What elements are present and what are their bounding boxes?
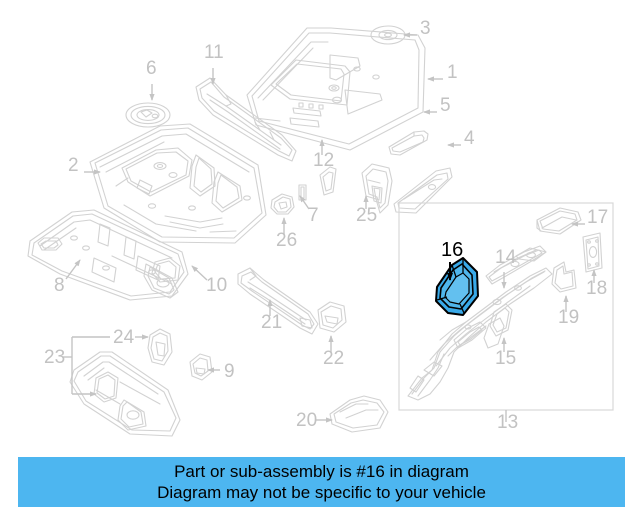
parts-outline-group (27, 25, 453, 437)
leader-7 (299, 195, 310, 210)
part-11-cross-member (195, 77, 297, 162)
callout-label-13[interactable]: 13 (497, 412, 519, 433)
callout-label-21[interactable]: 21 (261, 312, 283, 333)
callout-label-18[interactable]: 18 (586, 278, 608, 299)
part-24-bracket (147, 328, 173, 366)
footer-info-banner: Part or sub-assembly is #16 in diagram D… (18, 457, 625, 507)
callout-label-4[interactable]: 4 (464, 128, 475, 149)
part-7-clip (298, 184, 307, 201)
part-8-dash-panel (27, 209, 189, 301)
callout-label-2[interactable]: 2 (68, 155, 79, 176)
part-19-bracket (551, 261, 577, 293)
part-4-rail-extension (393, 167, 453, 214)
part-5-brace (388, 130, 429, 156)
callout-label-12[interactable]: 12 (313, 150, 335, 171)
callout-label-8[interactable]: 8 (54, 275, 65, 296)
footer-line-1: Part or sub-assembly is #16 in diagram (174, 462, 469, 481)
callout-label-16[interactable]: 16 (441, 239, 464, 261)
part-10-bracket (151, 257, 181, 283)
part-25-inner-panel (361, 163, 393, 214)
part-17-panel (536, 207, 582, 235)
callout-label-1[interactable]: 1 (447, 62, 458, 83)
callout-label-7[interactable]: 7 (308, 205, 319, 226)
callout-label-11[interactable]: 11 (204, 42, 224, 63)
part-6-pad (125, 102, 171, 128)
callout-label-17[interactable]: 17 (587, 207, 609, 228)
part-16-highlighted-bracket[interactable] (435, 257, 479, 316)
part-13-frame-rail-assembly (407, 267, 553, 401)
callout-label-5[interactable]: 5 (440, 95, 451, 116)
inset-parts-group (407, 207, 603, 401)
part-18-bracket-plate (582, 232, 603, 273)
leader-10 (191, 265, 208, 281)
part-14-plate (515, 247, 547, 262)
callout-label-9[interactable]: 9 (224, 361, 235, 382)
callout-label-14[interactable]: 14 (495, 247, 517, 268)
callout-label-22[interactable]: 22 (323, 348, 345, 369)
part-3-grommet (370, 25, 406, 45)
diagram-canvas[interactable]: 1 2 3 4 5 6 7 8 9 10 11 12 13 14 15 16 1… (0, 0, 640, 452)
part-22-bracket (317, 301, 347, 333)
part-26-grommet (270, 193, 295, 215)
leader-line-group (62, 32, 597, 423)
callout-label-19[interactable]: 19 (558, 307, 580, 328)
leader-8 (65, 259, 81, 280)
callout-label-25[interactable]: 25 (356, 205, 378, 226)
callout-label-24[interactable]: 24 (113, 327, 135, 348)
callout-label-3[interactable]: 3 (420, 18, 431, 39)
part-20-reinforcement (329, 395, 389, 433)
part-2-front-floor-pan (89, 123, 267, 244)
callout-label-20[interactable]: 20 (296, 410, 318, 431)
callout-label-26[interactable]: 26 (276, 230, 298, 251)
part-1-rear-floor-pan (246, 27, 426, 151)
callout-label-10[interactable]: 10 (206, 275, 228, 296)
part-15-closure-plate (483, 317, 505, 349)
callout-label-6[interactable]: 6 (146, 58, 157, 79)
part-15-bracket (489, 303, 513, 337)
callout-label-23[interactable]: 23 (44, 347, 66, 368)
parts-diagram-svg[interactable] (0, 0, 640, 452)
part-12-bracket (319, 166, 337, 196)
part-21-cross-member (237, 267, 319, 335)
footer-line-2: Diagram may not be specific to your vehi… (157, 483, 486, 502)
callout-label-15[interactable]: 15 (495, 348, 517, 369)
part-9-clip (189, 353, 213, 381)
